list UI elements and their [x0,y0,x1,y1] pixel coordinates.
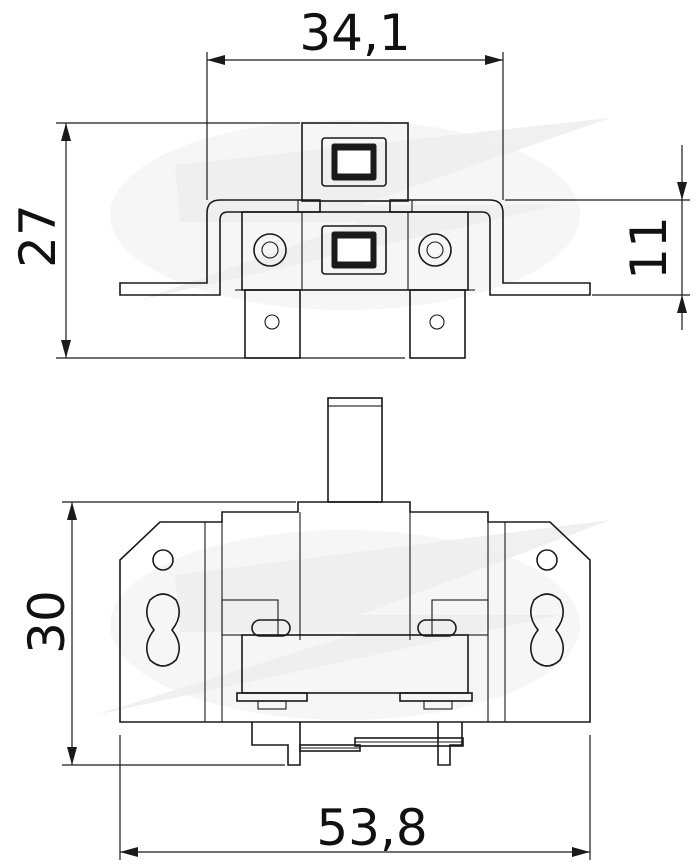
screw-left [253,233,287,267]
spring-cap-left [251,619,291,637]
slot-hole-right [530,593,564,667]
dimension-label-bottom-height: 30 [18,590,76,654]
dimension-label-bottom-width: 53,8 [316,799,427,857]
mount-hole-left [152,549,174,571]
dimension-label-top-width: 34,1 [299,4,410,62]
dimension-bottom-height: 30 [18,501,296,766]
dimension-top-side-height: 11 [505,145,690,330]
brush-block [241,634,469,694]
watermark-bottom [95,520,610,720]
mount-hole-right [536,549,558,571]
connector [321,225,387,275]
top-upper-block [301,122,409,202]
screw-right [418,233,452,267]
bottom-view [119,397,591,766]
terminal-right [409,289,466,359]
shaft [327,397,383,503]
slot-hole-left [146,593,180,667]
dimension-bottom-width: 53,8 [119,735,591,860]
dimension-top-height: 27 [9,122,405,359]
dimension-label-top-side-height: 11 [620,216,678,280]
spring-cap-right [417,619,457,637]
dimension-top-width: 34,1 [206,4,504,200]
watermark-top [110,118,610,310]
dimension-label-top-height: 27 [9,204,67,268]
top-main-body [241,211,469,291]
